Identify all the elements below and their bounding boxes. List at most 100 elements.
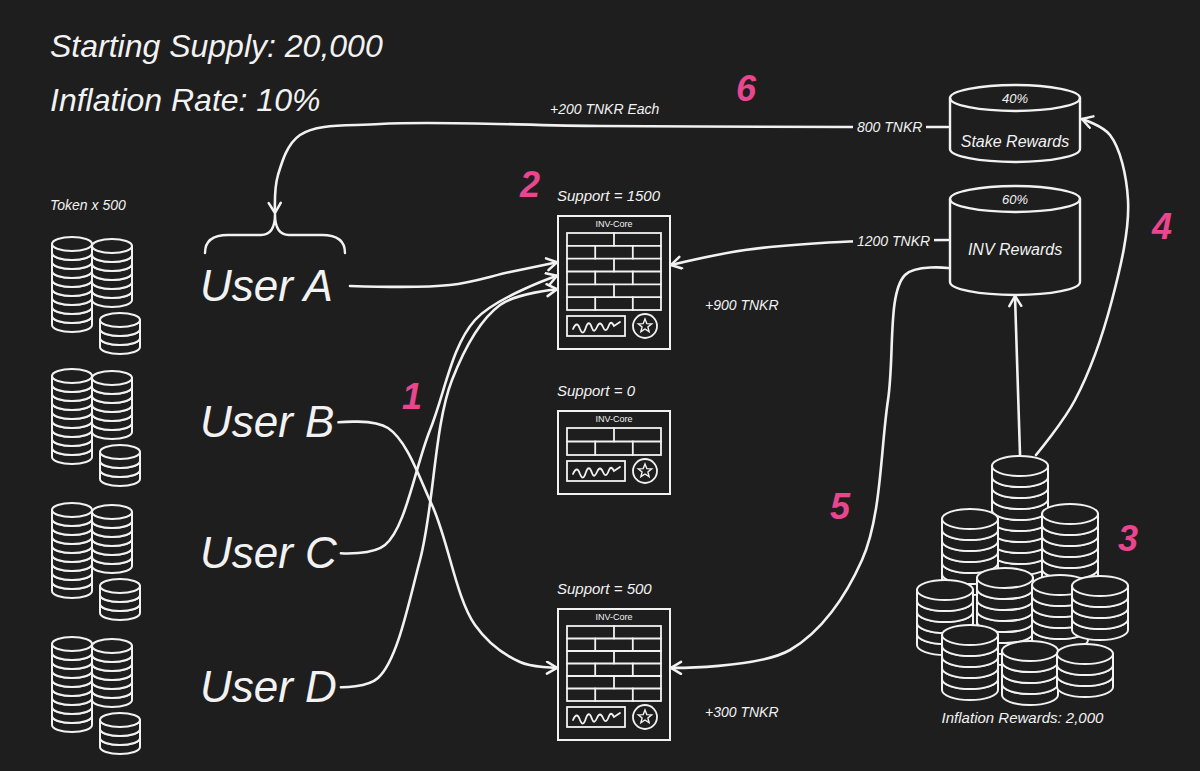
user-coin-stacks bbox=[52, 503, 140, 620]
node-text: User D bbox=[200, 662, 337, 713]
label-holder: Inflation Rate: 10% bbox=[50, 82, 320, 119]
node-text: INV-Core bbox=[595, 610, 632, 623]
label-text: +300 TNKR bbox=[705, 704, 779, 720]
flow-arrow bbox=[1036, 119, 1128, 455]
coin-top bbox=[92, 639, 132, 653]
user-label: User B bbox=[200, 397, 338, 448]
inv-core-card: Support = 0 INV-Core bbox=[557, 381, 671, 495]
label-holder: 2 bbox=[520, 164, 540, 206]
brick-joint bbox=[632, 297, 634, 310]
card-lines bbox=[567, 626, 661, 729]
coin-top bbox=[100, 445, 140, 459]
brick-joint bbox=[632, 246, 634, 259]
label-text: +900 TNKR bbox=[705, 297, 779, 313]
card-lines bbox=[567, 428, 661, 483]
label-text: Starting Supply: 20,000 bbox=[50, 28, 383, 65]
signature-squiggle bbox=[573, 713, 620, 724]
brick-joint bbox=[613, 284, 615, 297]
brick-joint bbox=[613, 428, 615, 442]
brick-joint bbox=[632, 664, 634, 677]
brick-joint bbox=[613, 259, 615, 272]
brick-joint bbox=[632, 639, 634, 652]
brick-joint bbox=[632, 442, 634, 456]
card-art bbox=[559, 217, 669, 348]
node-text: 40% bbox=[1002, 91, 1028, 107]
brick-joint bbox=[594, 246, 596, 259]
seal-star bbox=[638, 710, 651, 723]
card-outline: INV-Core bbox=[557, 410, 671, 495]
brick-joint bbox=[594, 664, 596, 677]
coin-top bbox=[100, 713, 140, 727]
brick-joint bbox=[613, 233, 615, 246]
inv-core-card: Support = 1500INV-Core bbox=[557, 186, 671, 350]
coin-top bbox=[92, 371, 132, 385]
flow-arrow bbox=[671, 267, 948, 667]
inv-core-card: Support = 500INV-Core bbox=[557, 579, 671, 741]
user-label: User D bbox=[200, 662, 341, 713]
brick-joint bbox=[594, 639, 596, 652]
label-holder: 4 bbox=[1148, 206, 1176, 248]
node-text: Support = 1500 bbox=[557, 186, 660, 205]
label-holder: Starting Supply: 20,000 bbox=[50, 28, 383, 65]
card-art bbox=[559, 610, 669, 739]
callout-number: 4 bbox=[1148, 206, 1176, 248]
brick-frame bbox=[567, 626, 661, 701]
bracket bbox=[200, 213, 350, 255]
brick-joint bbox=[613, 676, 615, 689]
flow-arrow bbox=[275, 123, 948, 213]
label-text: Inflation Rate: 10% bbox=[50, 82, 320, 119]
coin-top bbox=[942, 509, 998, 529]
callout-number: 5 bbox=[826, 486, 854, 528]
seal-circle bbox=[633, 459, 657, 483]
brick-row bbox=[567, 441, 661, 443]
brick-joint bbox=[594, 689, 596, 702]
label-text: 1200 TNKR bbox=[853, 233, 934, 249]
coin-top bbox=[942, 625, 998, 645]
reward-pool-cylinder: 40% Stake Rewards bbox=[948, 83, 1082, 163]
user-label: User C bbox=[200, 528, 341, 579]
seal-star bbox=[638, 319, 651, 332]
brick-row bbox=[567, 663, 661, 665]
coin-top bbox=[1072, 576, 1128, 596]
brick-joint bbox=[594, 272, 596, 285]
cylinder-body bbox=[950, 199, 1080, 295]
coin-top bbox=[1057, 644, 1113, 664]
brick-frame bbox=[567, 428, 661, 455]
brick-row bbox=[567, 688, 661, 690]
reward-pool-cylinder: 60%INV Rewards bbox=[948, 184, 1082, 296]
coin-top bbox=[1002, 641, 1058, 661]
node-text: Support = 500 bbox=[557, 579, 652, 598]
label-holder: 6 bbox=[736, 68, 756, 110]
node-text: Stake Rewards bbox=[961, 132, 1070, 152]
label-holder: Token x 500 bbox=[50, 196, 126, 214]
coin-pile: Inflation Rewards: 2,000 bbox=[910, 455, 1135, 735]
node-text: Support = 0 bbox=[557, 381, 635, 400]
brick-joint bbox=[632, 272, 634, 285]
coin-top bbox=[52, 503, 92, 517]
signature-squiggle bbox=[573, 467, 620, 478]
seal-circle bbox=[633, 314, 657, 338]
flow-arrow bbox=[1015, 296, 1020, 455]
label-holder: 1200 TNKR bbox=[853, 232, 934, 250]
brick-row bbox=[567, 245, 661, 247]
signature-squiggle bbox=[573, 322, 620, 333]
brick-row bbox=[567, 296, 661, 298]
card-outline: INV-Core bbox=[557, 608, 671, 741]
brick-joint bbox=[594, 297, 596, 310]
seal-circle bbox=[633, 705, 657, 729]
cylinder-top bbox=[950, 85, 1080, 111]
flow-arrow bbox=[338, 422, 557, 668]
label-text: 800 TNKR bbox=[853, 119, 926, 135]
flow-arrow bbox=[350, 262, 557, 286]
user-coin-stacks bbox=[52, 237, 140, 354]
coin-top bbox=[52, 637, 92, 651]
coin-top bbox=[92, 505, 132, 519]
node-text: User A bbox=[200, 261, 333, 312]
label-text: Token x 500 bbox=[50, 197, 126, 213]
card-outline: INV-Core bbox=[557, 215, 671, 350]
label-text: +200 TNKR Each bbox=[550, 101, 659, 117]
label-holder: +200 TNKR Each bbox=[550, 100, 659, 118]
coin-top bbox=[100, 313, 140, 327]
flow-arrow bbox=[341, 276, 557, 554]
brick-row bbox=[567, 271, 661, 273]
